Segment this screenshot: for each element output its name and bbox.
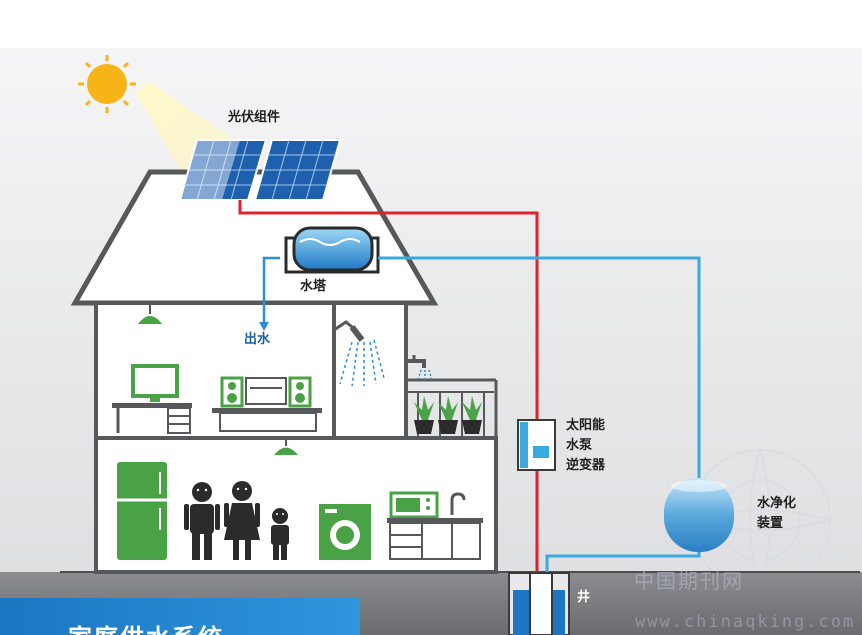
well-label: 井	[577, 590, 591, 605]
water-tower-icon	[284, 226, 380, 274]
water-tower-label: 水塔	[300, 279, 327, 294]
solar-panel-icon	[178, 139, 342, 201]
purifier-label-1: 水净化	[757, 496, 797, 511]
plant-icon	[414, 396, 482, 434]
pump-inverter-icon	[517, 419, 556, 471]
sun-icon	[78, 55, 136, 113]
family-icon	[184, 481, 289, 560]
watermark-url: www.chinaqking.com	[635, 612, 856, 632]
water-out-arrow	[262, 256, 280, 325]
washing-machine-icon	[319, 504, 371, 560]
diagram-title: 家庭供水系统	[68, 618, 224, 635]
stereo-icon	[212, 376, 322, 432]
shower-icon	[333, 320, 385, 387]
watermark-cn: 中国期刊网	[634, 569, 744, 593]
water-purifier-icon	[664, 478, 734, 552]
pump-inverter-label-1: 太阳能	[566, 418, 606, 433]
ceiling-lamp-icon	[138, 305, 298, 455]
water-pipe-from-well	[545, 552, 701, 575]
pump-inverter-label-3: 逆变器	[566, 458, 606, 473]
well-icon	[508, 572, 570, 635]
pump-inverter-label-2: 水泵	[566, 438, 593, 453]
purifier-label-2: 装置	[757, 516, 784, 531]
tv-desk-icon	[112, 364, 192, 434]
kitchen-icon	[387, 491, 483, 560]
title-band	[0, 598, 360, 635]
pv-module-label: 光伏组件	[228, 110, 281, 125]
power-cable	[238, 200, 539, 420]
fridge-icon	[117, 462, 167, 560]
water-pipe-to-tower	[378, 256, 701, 478]
water-out-label: 出水	[244, 332, 271, 347]
tap-icon	[406, 355, 433, 381]
